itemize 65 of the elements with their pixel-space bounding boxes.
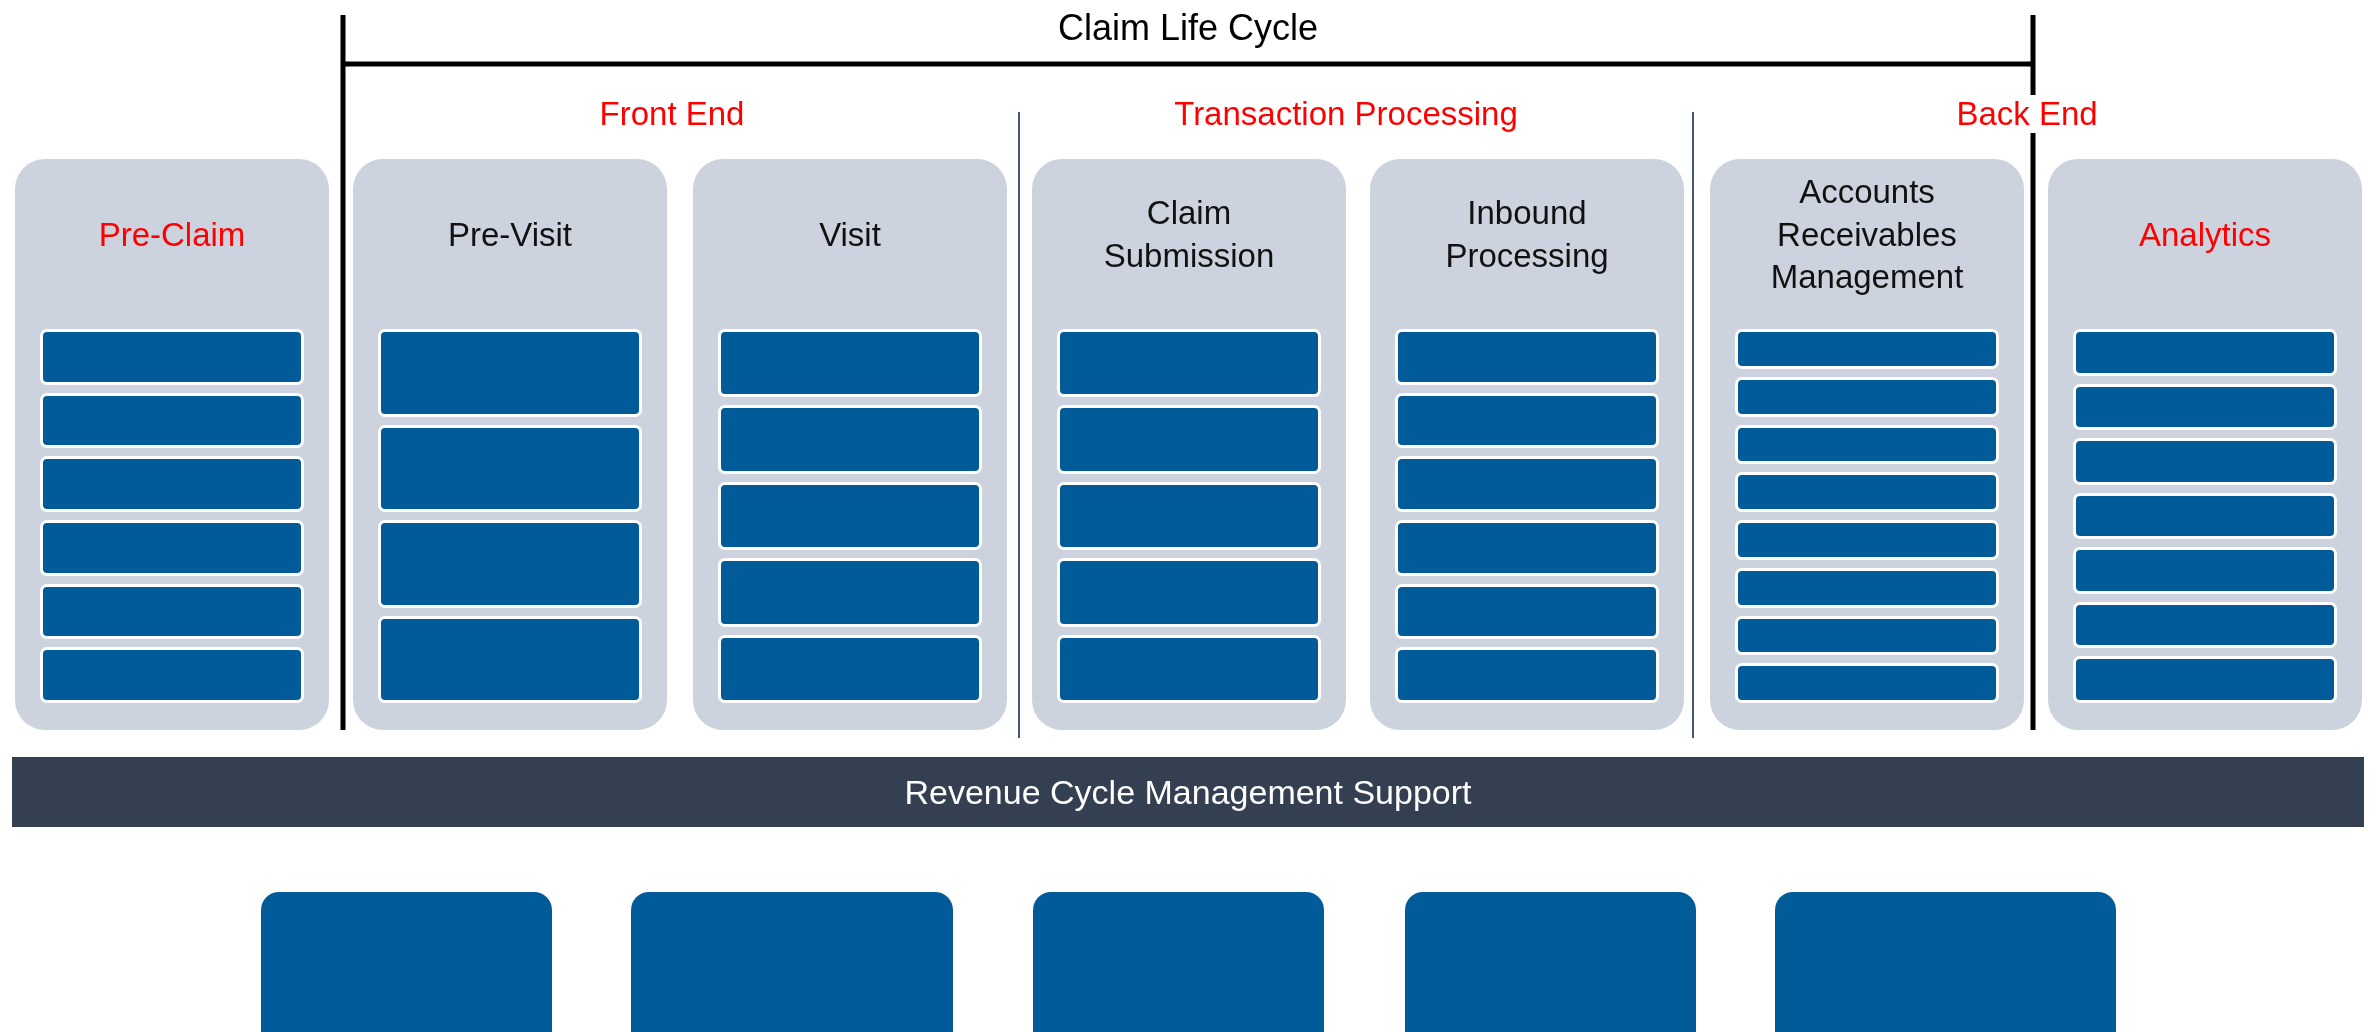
bar — [1395, 456, 1659, 512]
bar — [40, 647, 304, 703]
bar — [1395, 583, 1659, 640]
column-title: Visit — [818, 214, 882, 255]
bar — [1057, 558, 1321, 627]
bar — [40, 583, 304, 640]
bar — [718, 405, 982, 474]
bar — [1395, 392, 1659, 449]
bar — [2073, 438, 2337, 485]
column-card — [2048, 159, 2362, 730]
bar — [40, 329, 304, 385]
bar — [378, 615, 642, 703]
bar — [378, 520, 642, 608]
column-card — [1710, 159, 2024, 730]
process-box — [631, 892, 953, 1032]
section-label: Transaction Processing — [1173, 95, 1519, 133]
column-card — [693, 159, 1007, 730]
column-card — [15, 159, 329, 730]
column-title: Pre-Visit — [446, 214, 574, 255]
support-band — [12, 757, 2364, 827]
column-card — [353, 159, 667, 730]
bar — [1395, 647, 1659, 703]
bar — [1735, 567, 1999, 608]
process-box — [1775, 892, 2116, 1032]
section-label: Front End — [598, 95, 746, 133]
bracket-title: Claim Life Cycle — [1056, 7, 1320, 49]
bar — [1057, 405, 1321, 474]
bar — [718, 558, 982, 627]
bar — [378, 329, 642, 417]
bar — [1735, 329, 1999, 369]
bar — [2073, 492, 2337, 540]
bar — [2073, 601, 2337, 649]
band-title: Revenue Cycle Management Support — [904, 772, 1472, 812]
bar — [718, 634, 982, 703]
column-title: Inbound Processing — [1444, 193, 1610, 276]
column-title: Accounts Receivables Management — [1769, 171, 1965, 298]
bar — [1057, 329, 1321, 398]
bar — [2073, 383, 2337, 431]
bar — [2073, 547, 2337, 594]
process-box — [1405, 892, 1696, 1032]
bar — [1735, 376, 1999, 417]
bar — [1735, 520, 1999, 560]
bar — [2073, 329, 2337, 376]
column-card — [1032, 159, 1346, 730]
column-card — [1370, 159, 1684, 730]
bar — [2073, 656, 2337, 703]
process-box — [1033, 892, 1324, 1032]
column-title: Pre-Claim — [97, 214, 247, 255]
bar — [40, 392, 304, 449]
bar — [1735, 472, 1999, 512]
bar — [40, 456, 304, 512]
bar — [378, 424, 642, 512]
column-title: Analytics — [2137, 214, 2273, 255]
bar — [718, 329, 982, 398]
column-title: Claim Submission — [1102, 193, 1276, 276]
bar — [1735, 615, 1999, 656]
bar — [1057, 481, 1321, 551]
bar — [718, 481, 982, 551]
bar — [1395, 329, 1659, 385]
bar — [40, 520, 304, 576]
process-box — [261, 892, 552, 1032]
bar — [1735, 424, 1999, 465]
bar — [1057, 634, 1321, 703]
bar — [1735, 663, 1999, 703]
bar — [1395, 520, 1659, 576]
